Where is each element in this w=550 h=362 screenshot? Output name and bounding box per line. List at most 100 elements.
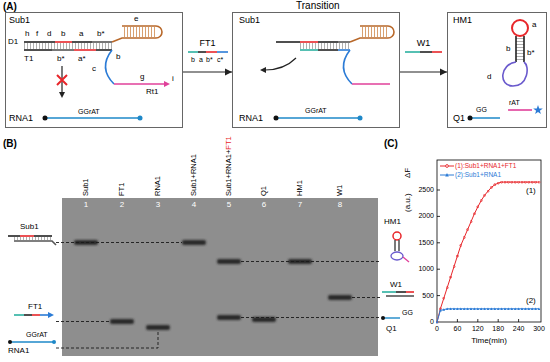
tick-label: 1500 — [418, 239, 434, 247]
legend-row: (2):Sub1+RNA1 — [440, 171, 501, 179]
lane-name: RNA1 — [153, 176, 162, 196]
panel-title: Transition — [296, 0, 340, 12]
tick-label: 2000 — [418, 212, 434, 220]
strand-domain: d — [487, 72, 491, 81]
lane-name: FT1 — [117, 183, 126, 196]
lane-number: 1 — [84, 200, 88, 209]
strand-domain: f — [36, 29, 38, 38]
legend-line — [440, 166, 454, 167]
legend-row: (1):Sub1+RNA1+FT1 — [440, 162, 516, 170]
rotated-text: ΔF — [403, 168, 412, 178]
sequence-label: GG — [476, 106, 487, 114]
rotated-text: Q1 — [260, 186, 269, 196]
transition-box: HM1Q1 — [447, 12, 547, 128]
box-label: RNA1 — [239, 113, 263, 123]
rotated-text: FT1 — [118, 183, 127, 196]
strand-domain: a — [79, 29, 83, 38]
strand-domain: c — [92, 64, 96, 73]
band-label: W1 — [390, 280, 402, 289]
lane-name: FT1 — [224, 136, 233, 149]
connector-arrow — [400, 71, 447, 72]
strand-icons — [8, 232, 414, 344]
strand-name: Rt1 — [146, 87, 158, 96]
band-label: RNA1 — [8, 346, 29, 355]
box-label: HM1 — [453, 15, 472, 25]
edge-label: FT1 — [199, 38, 215, 48]
panel-letter: (C) — [384, 138, 398, 150]
strand-domain: a — [199, 56, 203, 64]
strand-domain: b* — [97, 29, 105, 38]
strand-domain: b* — [57, 54, 65, 63]
sequence-label: GG — [402, 309, 413, 317]
sequence-label: rAT — [509, 99, 520, 107]
tick-label: 2500 — [418, 186, 434, 194]
rotated-text: Sub1+RNA1 — [190, 154, 199, 196]
lane-number: 8 — [338, 200, 342, 209]
tick-label: 60 — [454, 325, 462, 333]
tick-label: 0 — [430, 318, 434, 326]
legend-sample — [440, 171, 454, 179]
strand-domain: c* — [217, 56, 223, 64]
tick-label: 300 — [533, 325, 545, 333]
rotated-text: Sub1+RNA1+FT1 — [225, 136, 234, 196]
rotated-text: (a.u.) — [403, 193, 412, 212]
strand-domain: i — [172, 74, 174, 83]
strand-domain: b — [506, 44, 510, 53]
curve-label: (2) — [526, 296, 536, 305]
lane-number: 6 — [262, 200, 266, 209]
rotated-text: W1 — [336, 185, 345, 196]
connector-arrow — [183, 71, 232, 72]
strand-domain: b* — [527, 48, 535, 57]
edge-label: W1 — [417, 38, 431, 48]
axis-title: Time(min) — [471, 336, 507, 345]
lane-number: 7 — [298, 200, 302, 209]
lane-name: Sub1+RNA1+ — [224, 150, 233, 196]
lane-number: 2 — [120, 200, 124, 209]
strand-domain: b — [116, 52, 120, 61]
lane-number: 5 — [227, 200, 231, 209]
box-label: Sub1 — [9, 15, 30, 25]
lane-number: 4 — [192, 200, 196, 209]
sequence-label: GGrAT — [78, 108, 100, 116]
sequence-label: GGrAT — [26, 331, 48, 339]
strand-domain: a* — [78, 54, 86, 63]
legend-text: (1):Sub1+RNA1+FT1 — [455, 162, 516, 169]
lane-number: 3 — [156, 200, 160, 209]
tick-label: 180 — [492, 325, 504, 333]
strand-domain: g — [140, 72, 144, 81]
strand-domain: a — [532, 20, 536, 29]
strand-domain: e — [134, 14, 138, 23]
strand-domain: b — [61, 29, 65, 38]
rotated-text: Sub1 — [82, 178, 91, 196]
rotated-text: HM1 — [296, 180, 305, 196]
axis-title: ΔF — [403, 168, 412, 178]
strand-name: T1 — [24, 54, 33, 63]
line-chart — [437, 160, 541, 322]
band-label: Sub1 — [20, 222, 39, 231]
strand-domain: b* — [206, 56, 213, 64]
box-label: Q1 — [453, 113, 465, 123]
panel-letter: (B) — [3, 138, 17, 150]
gel-image — [56, 198, 380, 356]
curve-label: (1) — [526, 186, 536, 195]
tick-label: 500 — [422, 292, 434, 300]
panel-letter: (A) — [3, 1, 17, 13]
box-label: Sub1 — [239, 15, 260, 25]
legend-marker — [445, 173, 449, 176]
legend-text: (2):Sub1+RNA1 — [455, 171, 501, 178]
lane-name: HM1 — [295, 180, 304, 196]
box-label: RNA1 — [9, 113, 33, 123]
strand-domain: b — [191, 56, 195, 64]
sequence-label: GGrAT — [305, 107, 327, 115]
tick-label: 240 — [513, 325, 525, 333]
rotated-text: RNA1 — [154, 176, 163, 196]
band-label: Q1 — [386, 324, 397, 333]
band-label: HM1 — [384, 217, 401, 226]
axis-title: (a.u.) — [403, 193, 412, 212]
tick-label: 1000 — [418, 265, 434, 273]
band-label: FT1 — [28, 302, 42, 311]
strand-domain: h — [25, 29, 29, 38]
lane-name: Sub1+RNA1 — [189, 154, 198, 196]
lane-name: Sub1 — [81, 178, 90, 196]
lane-name: Q1 — [259, 186, 268, 196]
